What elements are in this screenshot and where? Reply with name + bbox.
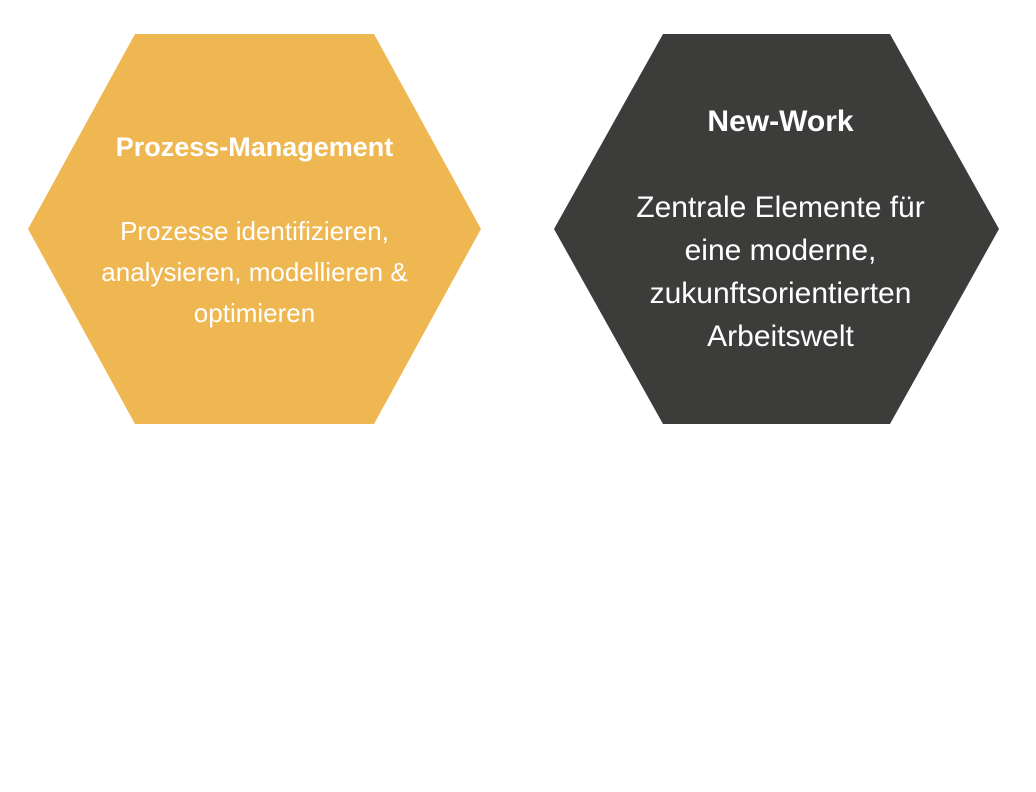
hexagon-description: Zentrale Elemente für eine moderne, zuku… xyxy=(636,191,925,353)
hexagon-prozess-management: Prozess-Management Prozesse identifizier… xyxy=(28,34,481,424)
hexagon-fill-right xyxy=(554,34,999,424)
hexagon-title: New-Work xyxy=(707,105,854,138)
hexagon-shape-left xyxy=(28,34,481,424)
hexagon-title: Prozess-Management xyxy=(115,132,394,162)
hexagon-new-work: New-Work Zentrale Elemente für eine mode… xyxy=(554,34,1007,424)
hexagon-description: Prozesse identifizieren, analysieren, mo… xyxy=(101,216,408,328)
hexagon-text-right: New-Work Zentrale Elemente für eine mode… xyxy=(606,102,955,358)
hexagon-shape-right xyxy=(554,34,999,424)
hexagon-text-left: Prozess-Management Prozesse identifizier… xyxy=(80,129,429,334)
hexagon-fill-left xyxy=(28,34,481,424)
